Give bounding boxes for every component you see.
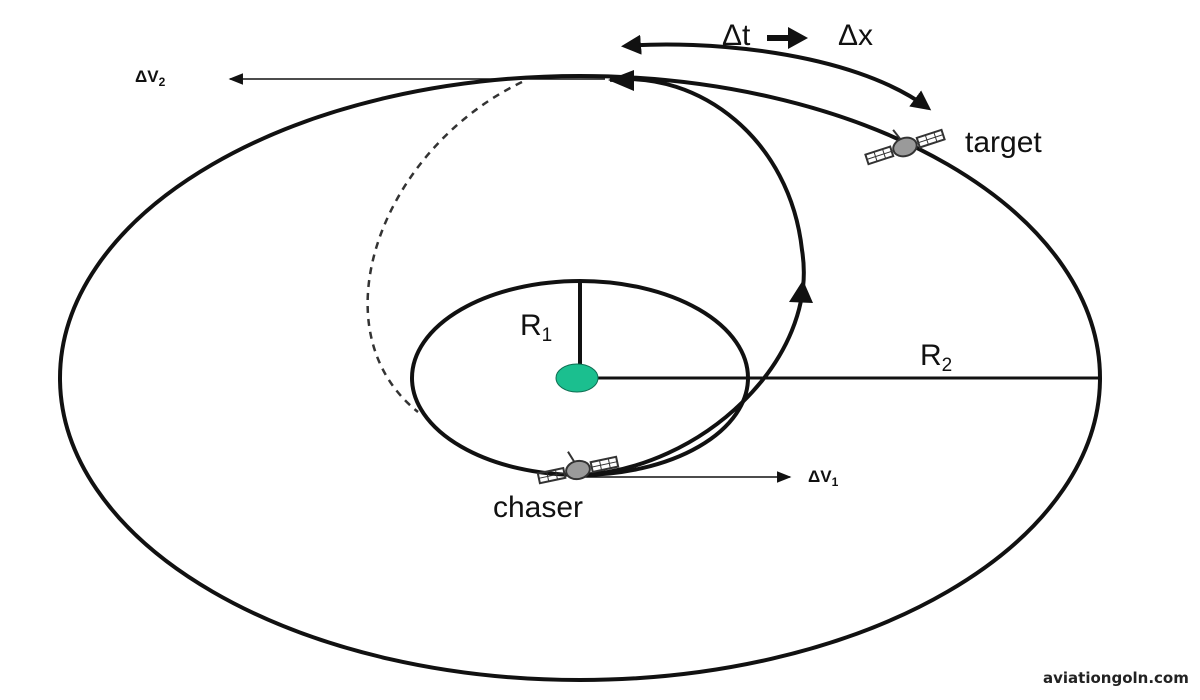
delta-v2-sub: 2 xyxy=(159,75,166,89)
r2-label: R2 xyxy=(920,339,952,376)
delta-t-label: Δt xyxy=(722,19,751,52)
target-satellite-icon xyxy=(864,128,946,166)
chaser-label: chaser xyxy=(493,491,583,524)
dashed-transfer-path xyxy=(366,80,523,413)
target-label: target xyxy=(965,126,1042,159)
phase-arc xyxy=(621,34,932,111)
chaser-satellite-icon xyxy=(536,451,620,485)
delta-v1-sub: 1 xyxy=(832,475,839,489)
r2-sub: 2 xyxy=(942,355,953,376)
delta-v1-main: ΔV xyxy=(808,467,832,486)
delta-v2-label: ΔV2 xyxy=(135,67,166,89)
transfer-apoapsis-arrow xyxy=(608,70,634,91)
r2-main: R xyxy=(920,339,942,372)
transfer-orbit xyxy=(579,77,806,477)
delta-x-label: Δx xyxy=(838,19,873,52)
r1-main: R xyxy=(520,309,542,342)
planet-icon xyxy=(555,363,599,393)
right-arrow-icon xyxy=(767,27,808,49)
delta-v1-label: ΔV1 xyxy=(808,467,839,489)
delta-v2-main: ΔV xyxy=(135,67,159,86)
watermark: aviationgoln.com xyxy=(1043,669,1189,687)
r1-sub: 1 xyxy=(542,325,553,346)
transfer-direction-arrow xyxy=(789,280,813,303)
r1-label: R1 xyxy=(520,309,552,346)
